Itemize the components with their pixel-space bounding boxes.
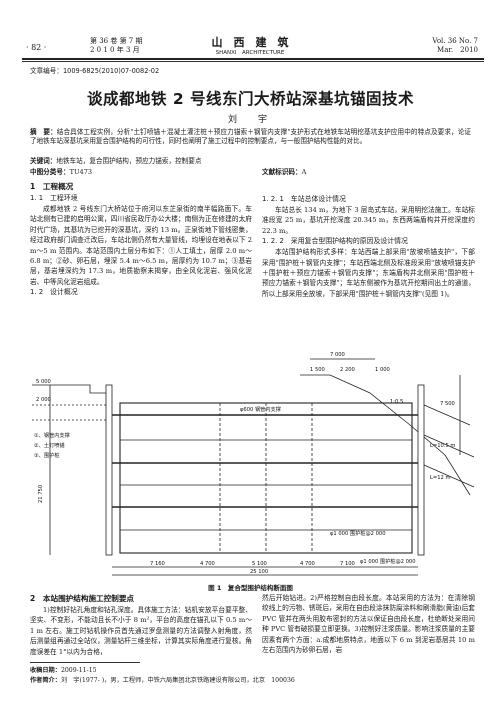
- paper-title: 谈成都地铁 2 号线东门大桥站深基坑锚固技术: [86, 90, 415, 108]
- fig-dim-b2: 4 700: [200, 561, 215, 567]
- keywords: 关键词：地铁车站，复合围护结构，预应力锚索，控制要点: [30, 157, 471, 166]
- fig-dim-slope: 1 000: [375, 367, 390, 373]
- fig-note-bottom: φ1 000 围护桩@2 000: [360, 557, 416, 565]
- author-bio-text: 刘 宇(1977- )，男，工程师，中铁六局集团北京铁路建设有限公司，北京 10…: [60, 677, 295, 684]
- clc-number: 中图分类号：TU473: [30, 168, 92, 177]
- fig-dim-b1: 7 160: [150, 561, 165, 567]
- section-1-heading: 1 工程概况: [30, 182, 74, 191]
- doc-code-label: 文献标识码：: [262, 168, 302, 176]
- received-label: 收稿日期：: [30, 667, 61, 674]
- article-id: 文章编号：1009-6825(2010)07-0082-02: [30, 67, 160, 75]
- fig-dim-1500: 1 500: [310, 367, 325, 373]
- fig-left-note-2: ②、土钉喷锚: [34, 441, 65, 449]
- anchor-1: [423, 434, 475, 458]
- fig-dim-2200: 2 200: [340, 367, 355, 373]
- fig-dim-b3: 5 100: [252, 561, 267, 567]
- fig-elev-left-1: 5 000: [36, 379, 51, 385]
- fig-elev-right: 7 500: [440, 401, 455, 407]
- fig-anchor-1: L=10.5 m: [430, 443, 456, 449]
- section-2-heading: 2 本站围护结构施工控制要点: [30, 594, 135, 603]
- left-column: 1 工程概况 1. 1 工程环境 成都地铁 2 号线东门大桥站位于府河以东芷泉街…: [30, 181, 252, 341]
- fig-elev-left-2: 2 000: [36, 397, 51, 403]
- received-value: 2009-11-15: [60, 667, 97, 674]
- figure-cross-section: 7 000 1 000 1 500 2 200 5 000 2 000 21 7…: [32, 352, 475, 576]
- pile-right: [417, 384, 425, 556]
- section-2-right-text: 然后开始钻进。2)严格控制自由段长度。本站采用的方法为：在清除钢绞线上的污物、锈…: [262, 594, 475, 655]
- slope-right: [300, 374, 471, 496]
- section-1-1-heading: 1. 1 工程环境: [30, 194, 78, 202]
- keywords-text: 地铁车站，复合围护结构，预应力锚索，控制要点: [56, 157, 202, 165]
- abstract-label: 摘 要：: [30, 128, 57, 136]
- abstract-text: 结合具体工程实例，分析"土钉喷锚＋混凝土灌注桩＋预应力锚索＋钢管内支撑"支护形式…: [30, 128, 471, 146]
- page-number: · 82 ·: [26, 43, 47, 52]
- figure-caption: 图 1 复合型围护结构断面图: [208, 584, 293, 592]
- doc-code-value: A: [301, 168, 307, 176]
- abstract: 摘 要：结合具体工程实例，分析"土钉喷锚＋混凝土灌注桩＋预应力锚索＋钢管内支撑"…: [30, 128, 471, 146]
- fig-note-pipe: φ600 钢管内支撑: [240, 405, 281, 413]
- author-bio: 作者简介：刘 宇(1977- )，男，工程师，中铁六局集团北京铁路建设有限公司，…: [30, 676, 471, 685]
- section-1-2-2-heading: 1. 2. 2 采用复合型围护结构的原因及设计情况: [262, 237, 408, 246]
- section-1-1-text: 成都地铁 2 号线东门大桥站位于府河以东芷泉街的南半幅路面下。车站北侧有已建的启…: [30, 205, 252, 286]
- ground-line-left: [32, 384, 110, 394]
- fig-note-pile: φ1 000 围护桩@2 000: [330, 529, 386, 537]
- section-1-2-1-heading: 1. 2. 1 车站总体设计情况: [262, 195, 346, 203]
- header-rule-thin: [22, 61, 484, 62]
- journal-name-cn: 山 西 建 筑: [211, 36, 289, 49]
- section-1-2-heading: 1. 2 设计概况: [30, 288, 78, 297]
- right-column: 1. 2. 1 车站总体设计情况 车站总长 134 m，为地下 3 层岛式车站，…: [262, 194, 475, 342]
- fig-dim-top: 7 000: [330, 352, 345, 358]
- received-date: 收稿日期：2009-11-15: [30, 666, 97, 675]
- pile-left: [105, 384, 113, 556]
- fig-left-note-1: ①、钢管内支撑: [34, 431, 70, 439]
- clc-label: 中图分类号：: [30, 168, 70, 176]
- author-bio-label: 作者简介：: [30, 677, 61, 684]
- section-2-right: 然后开始钻进。2)严格控制自由段长度。本站采用的方法为：在清除钢绞线上的污物、锈…: [262, 593, 475, 659]
- section-2-left: 2 本站围护结构施工控制要点 1)控制好钻孔角度和钻孔深度。具体施工方法：钻机安…: [30, 593, 252, 659]
- section-2-left-text: 1)控制好钻孔角度和钻孔深度。具体施工方法：钻机安放平台要平整、坚实、不变形，不…: [30, 606, 252, 656]
- clc-value: TU473: [69, 168, 93, 176]
- fig-elev-left-3: 21 750: [38, 485, 44, 503]
- issue-cn: 第 36 卷 第 7 期: [90, 37, 143, 45]
- anchor-3: [423, 404, 471, 426]
- paper-author: 刘 宇: [227, 115, 273, 125]
- keywords-label: 关键词：: [30, 157, 57, 165]
- footnote-rule: [30, 662, 140, 663]
- header-rule: [22, 58, 484, 60]
- date-cn: 2 0 1 0 年 3 月: [90, 46, 140, 54]
- date-en: Mar. 2010: [437, 46, 478, 54]
- fig-ratio: 1:0.5: [390, 399, 403, 405]
- fig-dim-b4: 4 700: [300, 561, 315, 567]
- section-1-2-1-text: 车站总长 134 m，为地下 3 层岛式车站，采用明挖法施工。车站标准段宽 25…: [262, 206, 475, 235]
- fig-dim-total: 25 100: [250, 569, 268, 575]
- fig-anchor-2: L=12 m: [430, 475, 451, 481]
- volume-en: Vol. 36 No. 7: [432, 37, 478, 45]
- journal-name-en: SHANXI ARCHITECTURE: [215, 50, 285, 56]
- anchor-2: [423, 464, 475, 488]
- fig-left-note-3: ③、围护桩: [34, 451, 59, 459]
- section-1-2-2-text: 本站围护结构形式多样：车站西端上部采用"放坡喷锚支护"，下部采用"围护桩＋钢管内…: [262, 248, 475, 298]
- fig-dim-b5: 7 100: [340, 561, 355, 567]
- doc-code: 文献标识码：A: [262, 168, 306, 177]
